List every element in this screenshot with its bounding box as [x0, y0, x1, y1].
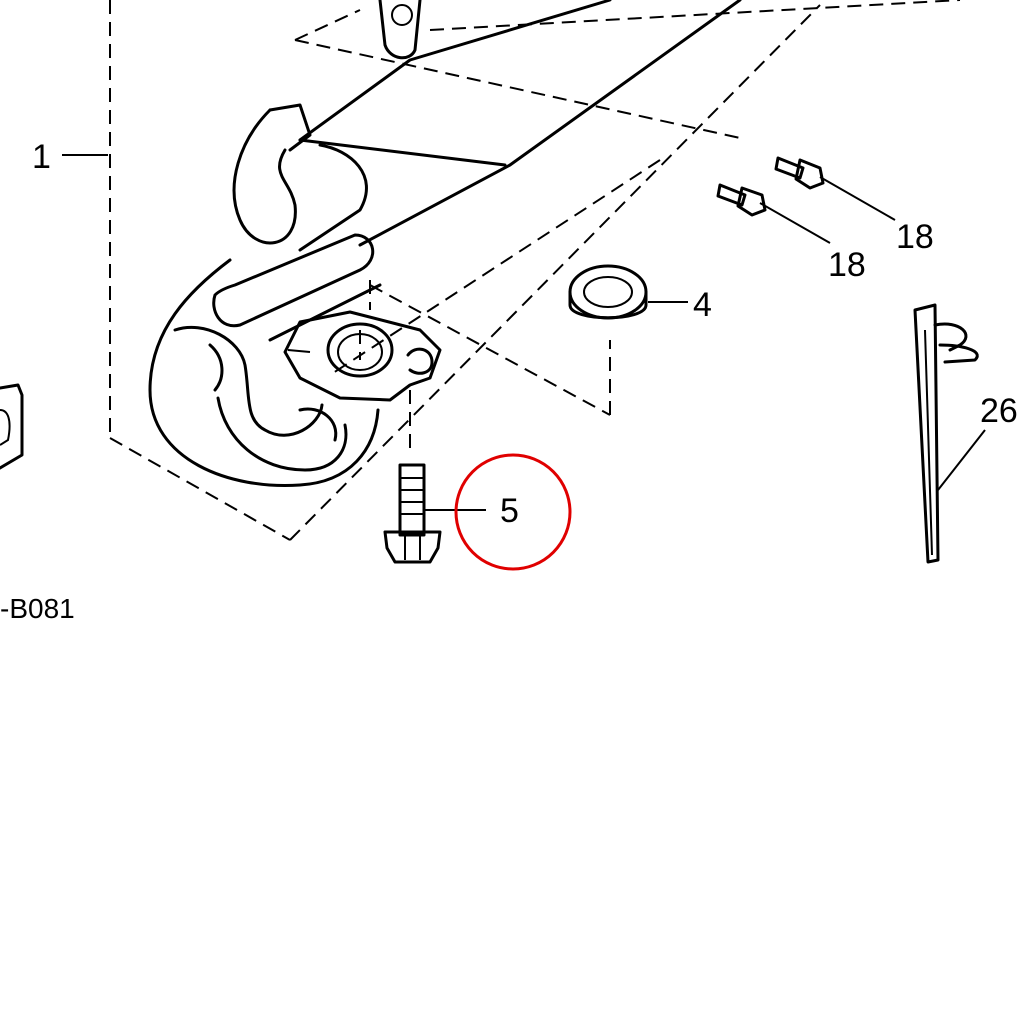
- callout-4: 4: [693, 286, 712, 324]
- callout-18-lower: 18: [828, 246, 866, 284]
- callout-18-upper: 18: [896, 218, 934, 256]
- gasket-ring: [568, 264, 648, 320]
- exhaust-flange: [283, 310, 442, 402]
- small-bolt-a: [716, 183, 767, 217]
- diagram-code: -B081: [0, 593, 75, 624]
- highlight-circle: [454, 453, 572, 571]
- partial-clamp: [0, 383, 24, 470]
- small-bolt-b: [774, 156, 825, 190]
- flange-bolt: [383, 463, 442, 564]
- mounting-bracket: [378, 0, 422, 60]
- cable-tie: [913, 303, 979, 564]
- callout-5: 5: [500, 492, 519, 530]
- exhaust-pipe: [148, 0, 742, 488]
- callout-26: 26: [980, 392, 1018, 430]
- callout-1: 1: [32, 138, 51, 176]
- assembly-outline: [109, 0, 961, 541]
